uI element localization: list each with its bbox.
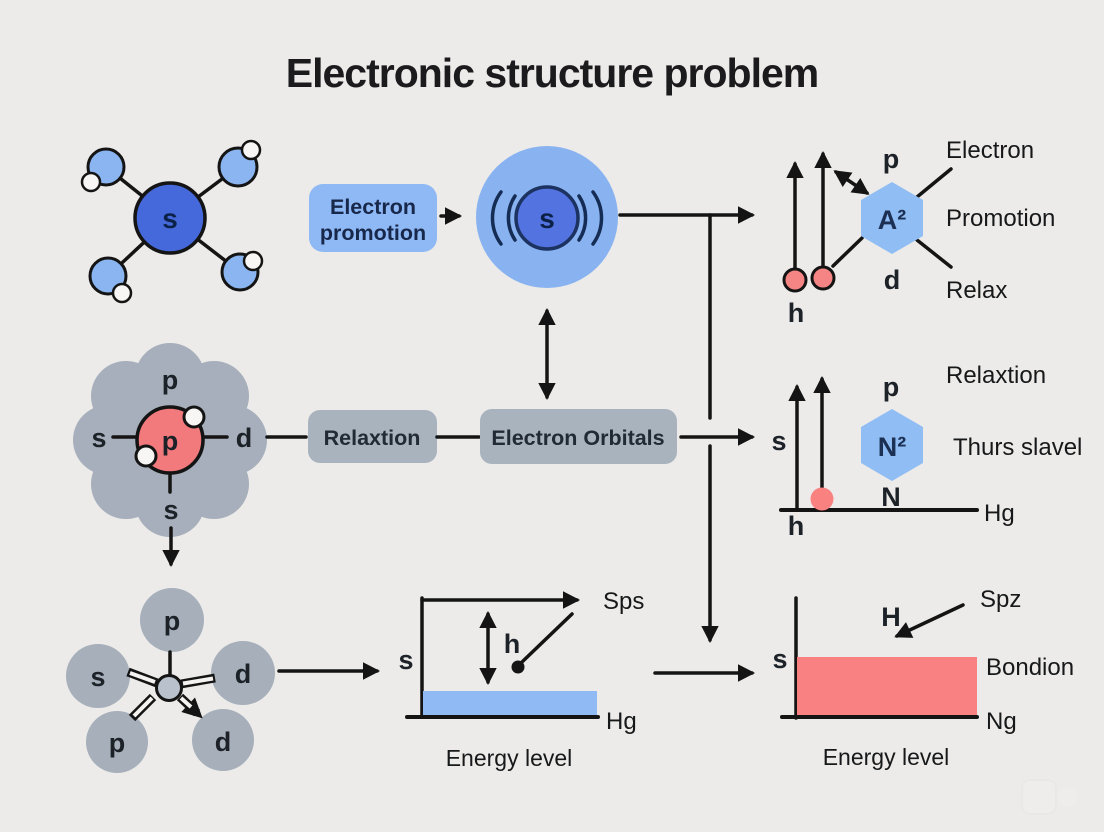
- small-atom: [182, 405, 206, 429]
- n-label: N: [881, 482, 901, 512]
- orbitals-box: [480, 409, 677, 464]
- bondion-label: Bondion: [986, 654, 1074, 681]
- petal-label-left: s: [91, 423, 106, 453]
- label-bottom-left: p: [109, 728, 126, 758]
- h-label: h: [788, 511, 805, 541]
- electron-annotation: Electron: [946, 137, 1034, 164]
- energy-diagram-right: s H Spz Bondion Ng Energy level: [772, 586, 1074, 770]
- relaxtion-annotation: Relaxtion: [946, 362, 1046, 389]
- petal: [91, 361, 161, 431]
- caption: Energy level: [446, 745, 573, 771]
- orbital-node: [211, 641, 275, 705]
- petal-label-right: d: [236, 423, 253, 453]
- relax-annotation: Relax: [946, 277, 1007, 304]
- connectors: [538, 206, 756, 682]
- hexagon-n2-label: N²: [878, 432, 907, 462]
- electron-dot: [810, 487, 834, 511]
- small-atom: [111, 282, 133, 304]
- double-bond-p-inner: [132, 696, 154, 718]
- electron-promotion-box: Electron promotion: [309, 184, 463, 252]
- electron-dot: [810, 265, 836, 291]
- center-node: [155, 674, 183, 702]
- p-label: p: [883, 372, 900, 402]
- relaxtion-box: [308, 410, 437, 463]
- sps-label: Sps: [603, 588, 644, 615]
- flower-molecule: p s p d s: [73, 343, 308, 568]
- p-label: p: [883, 144, 900, 174]
- center-label: p: [162, 426, 179, 456]
- promotion-box-line1: Electron: [330, 195, 416, 219]
- orbital-node: [86, 711, 148, 773]
- label-left: s: [90, 662, 105, 692]
- double-bond-s-inner: [129, 671, 156, 684]
- promotion-diagram: h A² p d Electron Promotion Relax: [782, 137, 1055, 328]
- hexagon-a2: [861, 182, 923, 254]
- small-atom: [134, 444, 158, 468]
- molecule-top-left: s: [80, 139, 264, 304]
- small-atom: [242, 250, 264, 272]
- h-label: h: [504, 629, 521, 659]
- blue-energy-band: [423, 691, 597, 716]
- shell-atom: s: [476, 146, 618, 288]
- orbital-node: [192, 709, 254, 771]
- core-atom-label: s: [539, 203, 555, 234]
- spz-arrow: [894, 603, 965, 638]
- promotion-box-line2: promotion: [320, 221, 426, 245]
- central-atom: [133, 181, 207, 255]
- small-atom: [240, 139, 262, 161]
- shell-arc-left-inner: [506, 194, 517, 242]
- hg-label: Hg: [606, 708, 637, 735]
- line-to-electron-label: [915, 167, 953, 199]
- spz-label: Spz: [980, 586, 1021, 613]
- s-label: s: [772, 644, 787, 674]
- hexagon-a2-label: A²: [878, 205, 907, 235]
- line-to-electron-dot: [831, 236, 864, 268]
- hybrid-molecule: p s d p d: [66, 588, 381, 773]
- pointer-line: [520, 612, 574, 664]
- ng-label: Ng: [986, 708, 1017, 735]
- pointer-dot: [511, 660, 525, 674]
- line-to-relax-label: [915, 238, 953, 269]
- relaxation-diagram: s h N² p N Hg Relaxtion Thurs slavel: [771, 362, 1082, 541]
- h-label: h: [788, 298, 805, 328]
- shell-arc-left-outer: [490, 190, 503, 246]
- label-top: p: [164, 606, 181, 636]
- relaxtion-box-label: Relaxtion: [324, 426, 421, 450]
- petal-label-bottom: s: [163, 495, 178, 525]
- mid-row-boxes: Relaxtion Electron Orbitals: [308, 409, 756, 464]
- orbitals-box-label: Electron Orbitals: [491, 426, 664, 450]
- promotion-annotation: Promotion: [946, 205, 1055, 232]
- label-right: d: [235, 659, 252, 689]
- box-background: [309, 184, 437, 252]
- s-label: s: [771, 426, 786, 456]
- d-label: d: [884, 265, 901, 295]
- thurs-annotation: Thurs slavel: [953, 434, 1082, 461]
- electron-dot: [782, 267, 808, 293]
- orbital-node: [140, 588, 204, 652]
- shell-arc-right-inner: [577, 194, 588, 242]
- caption: Energy level: [823, 744, 950, 770]
- label-bottom-right: d: [215, 727, 232, 757]
- red-energy-band: [797, 657, 977, 716]
- s-label: s: [398, 645, 413, 675]
- double-bond-d-inner: [182, 676, 214, 686]
- h-label: H: [881, 602, 901, 632]
- energy-diagram-left: s h Sps Hg Energy level: [398, 588, 644, 771]
- petal-label-top: p: [162, 365, 179, 395]
- small-atom: [80, 171, 102, 193]
- arrow-bond-d-inner: [179, 696, 193, 709]
- central-atom-label: s: [162, 203, 178, 234]
- watermark: [1021, 779, 1078, 815]
- core-atom: [514, 185, 580, 251]
- orbital-node: [66, 644, 130, 708]
- hg-label: Hg: [984, 500, 1015, 527]
- shell-arc-right-outer: [591, 190, 604, 246]
- page-title: Electronic structure problem: [286, 50, 818, 96]
- hexagon-n2: [861, 409, 923, 481]
- double-arrow-to-hexagon: [833, 170, 870, 195]
